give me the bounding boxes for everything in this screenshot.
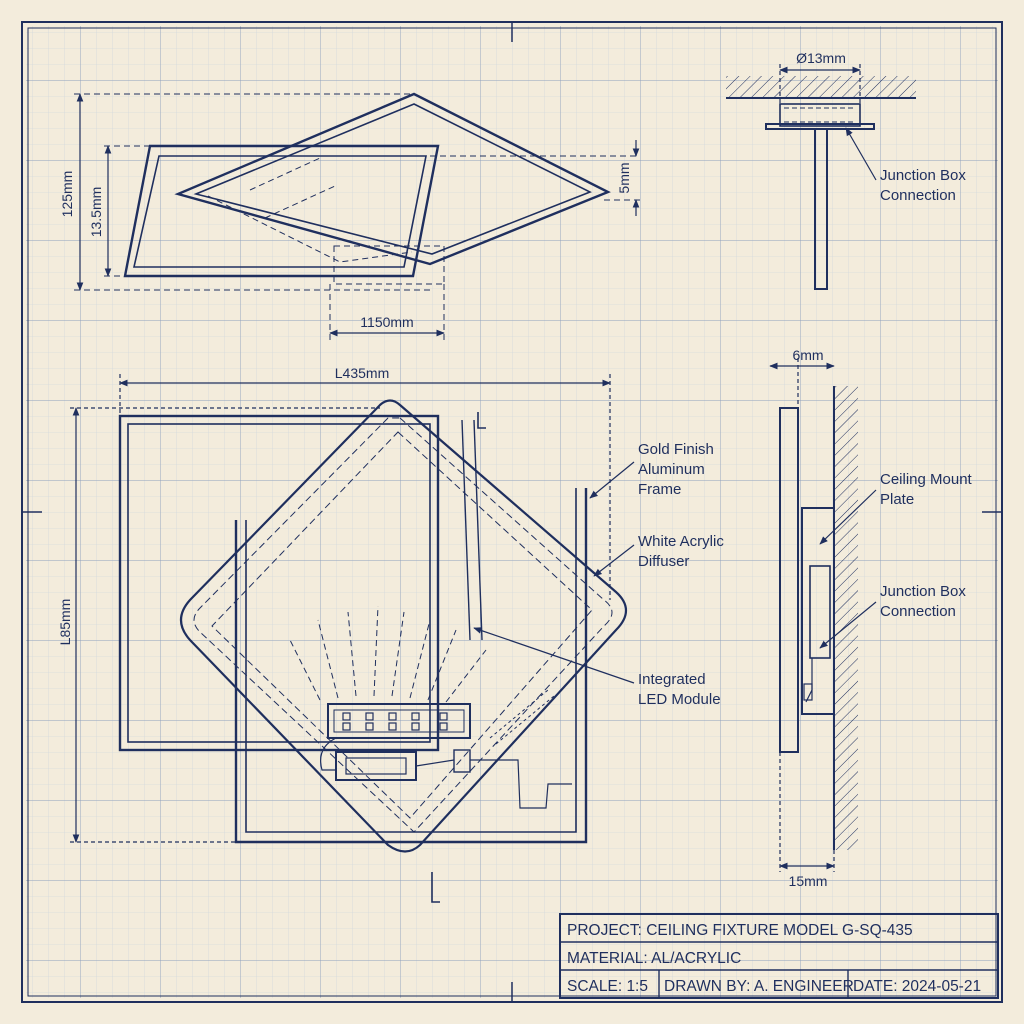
dim-side-top: 6mm bbox=[792, 347, 823, 363]
top-view bbox=[74, 92, 640, 340]
pendant-side-view bbox=[765, 103, 875, 290]
title-project: PROJECT: CEILING FIXTURE MODEL G-SQ-435 bbox=[567, 922, 913, 939]
side-leaders bbox=[819, 489, 877, 649]
label-line: Connection bbox=[880, 187, 956, 204]
front-leaders bbox=[473, 461, 635, 684]
label-line: Diffuser bbox=[638, 553, 689, 570]
wall-section-right bbox=[833, 386, 858, 850]
side-view-dimensions bbox=[769, 358, 835, 872]
centre-marks bbox=[22, 22, 1002, 1002]
label-line: LED Module bbox=[638, 691, 721, 708]
dim-diameter: Ø13mm bbox=[796, 50, 846, 66]
dim-frame-height: 13.5mm bbox=[88, 187, 104, 238]
dim-side-bottom: 15mm bbox=[789, 873, 828, 889]
title-block bbox=[559, 913, 999, 999]
label-line: Aluminum bbox=[638, 461, 705, 478]
leader-junction-top bbox=[845, 127, 877, 181]
dim-frame-thickness: 5mm bbox=[616, 162, 632, 193]
title-scale: SCALE: 1:5 bbox=[567, 978, 648, 995]
label-line: White Acrylic bbox=[638, 533, 724, 550]
top-view-dimensions bbox=[76, 93, 640, 337]
label-line: Plate bbox=[880, 491, 914, 508]
title-material: MATERIAL: AL/ACRYLIC bbox=[567, 950, 741, 967]
label-line: Junction Box bbox=[880, 167, 966, 184]
fixture-side-view bbox=[779, 407, 835, 753]
diameter-dimension bbox=[779, 64, 861, 104]
dim-width: 1150mm bbox=[360, 314, 413, 330]
front-view-dimensions bbox=[70, 374, 611, 843]
dim-overall-height: 125mm bbox=[59, 171, 75, 218]
label-line: Junction Box bbox=[880, 583, 966, 600]
ceiling-section-top bbox=[726, 76, 916, 99]
label-line: Connection bbox=[880, 603, 956, 620]
label-line: Frame bbox=[638, 481, 681, 498]
front-view bbox=[118, 399, 628, 903]
dim-length: L435mm bbox=[335, 365, 389, 381]
title-drawn-by: DRAWN BY: A. ENGINEER bbox=[664, 978, 854, 995]
title-date: DATE: 2024-05-21 bbox=[853, 978, 981, 995]
label-line: Ceiling Mount bbox=[880, 471, 973, 488]
label-line: Integrated bbox=[638, 671, 706, 688]
dim-height: L85mm bbox=[57, 599, 73, 646]
label-line: Gold Finish bbox=[638, 441, 714, 458]
